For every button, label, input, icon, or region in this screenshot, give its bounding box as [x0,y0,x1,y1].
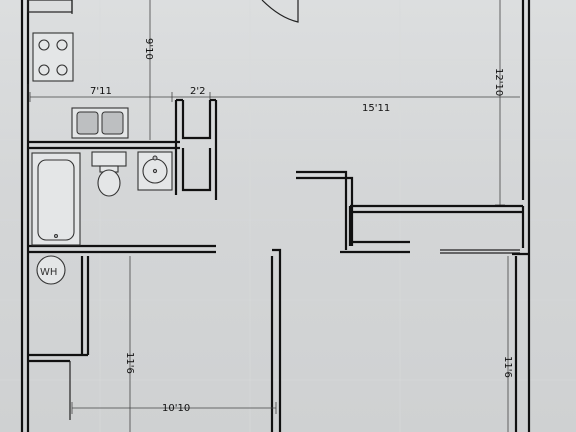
kitchen-sink [71,107,129,139]
stove [32,32,74,82]
door-swing-top [261,0,299,23]
dim-bedroom2-height: 11'6 [502,256,513,432]
dim-living-height: 12'10 [493,0,505,206]
dim-label-hall-width: 2'2 [190,86,205,97]
dim-bedroom1-height: 11'6 [124,256,135,432]
bathroom [28,244,216,254]
toilet [97,165,121,197]
dim-label-kitchen-height: 9'10 [143,38,154,60]
center-hall-walls [296,170,410,254]
kitchen-upper-cabinet [27,0,73,14]
water-heater: WH [36,255,66,285]
dim-label-bedroom2-height: 11'6 [502,356,513,378]
dim-label-bedroom1-width: 10'10 [162,403,190,414]
hall-closet-walls [174,98,218,200]
dim-kitchen-height: 9'10 [143,0,154,140]
dim-label-bedroom1-height: 11'6 [124,352,135,374]
outer-left-wall [20,0,30,432]
bedroom1-walls [270,248,282,432]
dim-row-upper: 7'11 2'2 15'11 [29,86,520,114]
closet-right [348,204,525,248]
kitchen-counter [27,84,180,150]
dim-label-kitchen-width: 7'11 [90,86,112,97]
water-heater-closet [28,256,90,420]
bath-vanity [91,151,127,167]
dim-bedroom1-width: 10'10 [71,402,277,414]
sliding-closet-door [440,249,520,254]
bathtub [31,152,81,246]
water-heater-label: WH [40,267,57,278]
bath-sink [137,151,173,191]
bedroom2-walls [512,252,529,432]
dim-label-living-width: 15'11 [362,103,390,114]
outer-right-wall [521,0,531,432]
dim-label-living-height: 12'10 [493,68,504,96]
